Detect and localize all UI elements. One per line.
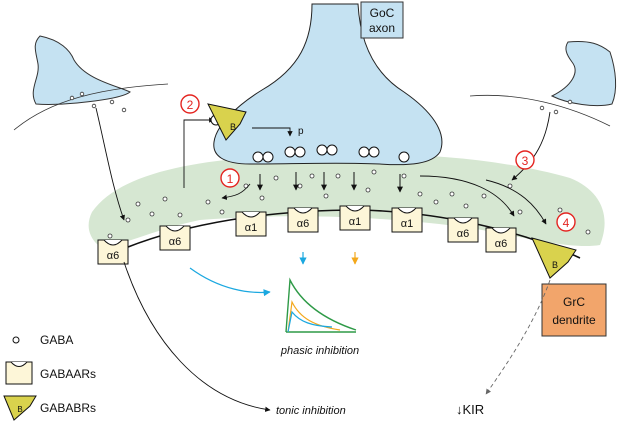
center-left-arrow [221, 183, 251, 200]
feedback-path [183, 117, 215, 188]
left-cell-arc [13, 83, 169, 131]
postsynaptic-gababr [531, 237, 577, 279]
green-trace [285, 277, 357, 333]
kir-arrow [485, 279, 551, 395]
gabaar-receptor: α6 [97, 239, 129, 265]
grc-dendrite-label-line1: GrC [563, 295, 585, 309]
gabaar-receptor: α1 [339, 205, 371, 231]
p-label: p [298, 126, 304, 137]
step-2-number: 2 [187, 98, 194, 112]
spillover-gaba [69, 91, 573, 115]
step-1-number: 1 [227, 172, 234, 186]
kir-label: ↓KIR [456, 402, 484, 417]
receptor-subunit-label: α1 [349, 216, 361, 228]
receptor-row: α6 α6 α1 α6 α1 α1 α6 [97, 205, 517, 265]
vesicles [252, 144, 410, 163]
gabaar-receptor: α6 [447, 217, 479, 243]
postsynaptic-gababr-letter: B [552, 260, 558, 270]
grc-dendrite-label-line2: dendrite [552, 313, 596, 327]
legend-gababr-label: GABABRs [40, 401, 96, 415]
phasic-inhibition-label: phasic inhibition [280, 345, 359, 357]
spill-right-arrow [419, 175, 515, 217]
presynaptic-gababr-letter: B [230, 122, 236, 132]
legend-gababr-letter: B [17, 405, 22, 414]
gabaar-receptor: α6 [159, 225, 191, 251]
step-3-number: 3 [522, 154, 529, 168]
step-1: 1 [220, 168, 240, 188]
p-arrow [252, 127, 293, 137]
release-arrows [257, 172, 403, 193]
step-4: 4 [556, 212, 576, 232]
legend-gabaar-label: GABAARs [40, 367, 96, 381]
receptor-subunit-label: α6 [297, 218, 309, 230]
right-presynaptic-terminal [550, 41, 617, 107]
receptor-subunit-label: α6 [495, 238, 507, 250]
right-diffusion-arrow [511, 111, 551, 181]
left-presynaptic-terminal [32, 35, 131, 105]
extracellular-gaba [107, 169, 591, 239]
right-cell-arc [469, 94, 611, 127]
phasic-blue-arrow [189, 267, 271, 297]
step-2: 2 [180, 94, 200, 114]
step-3: 3 [515, 150, 535, 170]
orange-trace [287, 299, 341, 333]
receptor-subunit-label: α6 [457, 228, 469, 240]
presynaptic-gababr [207, 103, 247, 141]
gabaar-receptor: α6 [287, 207, 319, 233]
goc-axon-label-line2: axon [369, 21, 395, 35]
legend-gaba-label: GABA [40, 333, 73, 347]
legend-gababr-icon [3, 395, 37, 421]
gabaar-receptor: α6 [485, 227, 517, 253]
goc-axon-terminal [213, 3, 443, 166]
receptor-subunit-label: α6 [169, 236, 181, 248]
tonic-arrow [123, 261, 271, 412]
left-diffusion-arrow [95, 107, 125, 221]
gababr-arrow [485, 179, 547, 225]
legend: GABA GABAARs B GABABRs [3, 333, 96, 421]
step-4-number: 4 [563, 216, 570, 230]
receptor-subunit-label: α1 [401, 218, 413, 230]
grc-dendrite-label-box [541, 283, 607, 337]
gabaar-receptor: α1 [391, 207, 423, 233]
tonic-inhibition-label: tonic inhibition [276, 405, 346, 417]
legend-gaba-icon [12, 336, 20, 344]
phasic-traces [285, 277, 357, 333]
legend-gabaar-icon [5, 361, 33, 385]
goc-axon-label-box [360, 1, 404, 39]
gabaar-receptor: α1 [235, 211, 267, 237]
blue-trace [287, 310, 333, 333]
receptor-subunit-label: α1 [245, 222, 257, 234]
goc-axon-label-line1: GoC [370, 6, 395, 20]
receptor-subunit-label: α6 [107, 250, 119, 262]
